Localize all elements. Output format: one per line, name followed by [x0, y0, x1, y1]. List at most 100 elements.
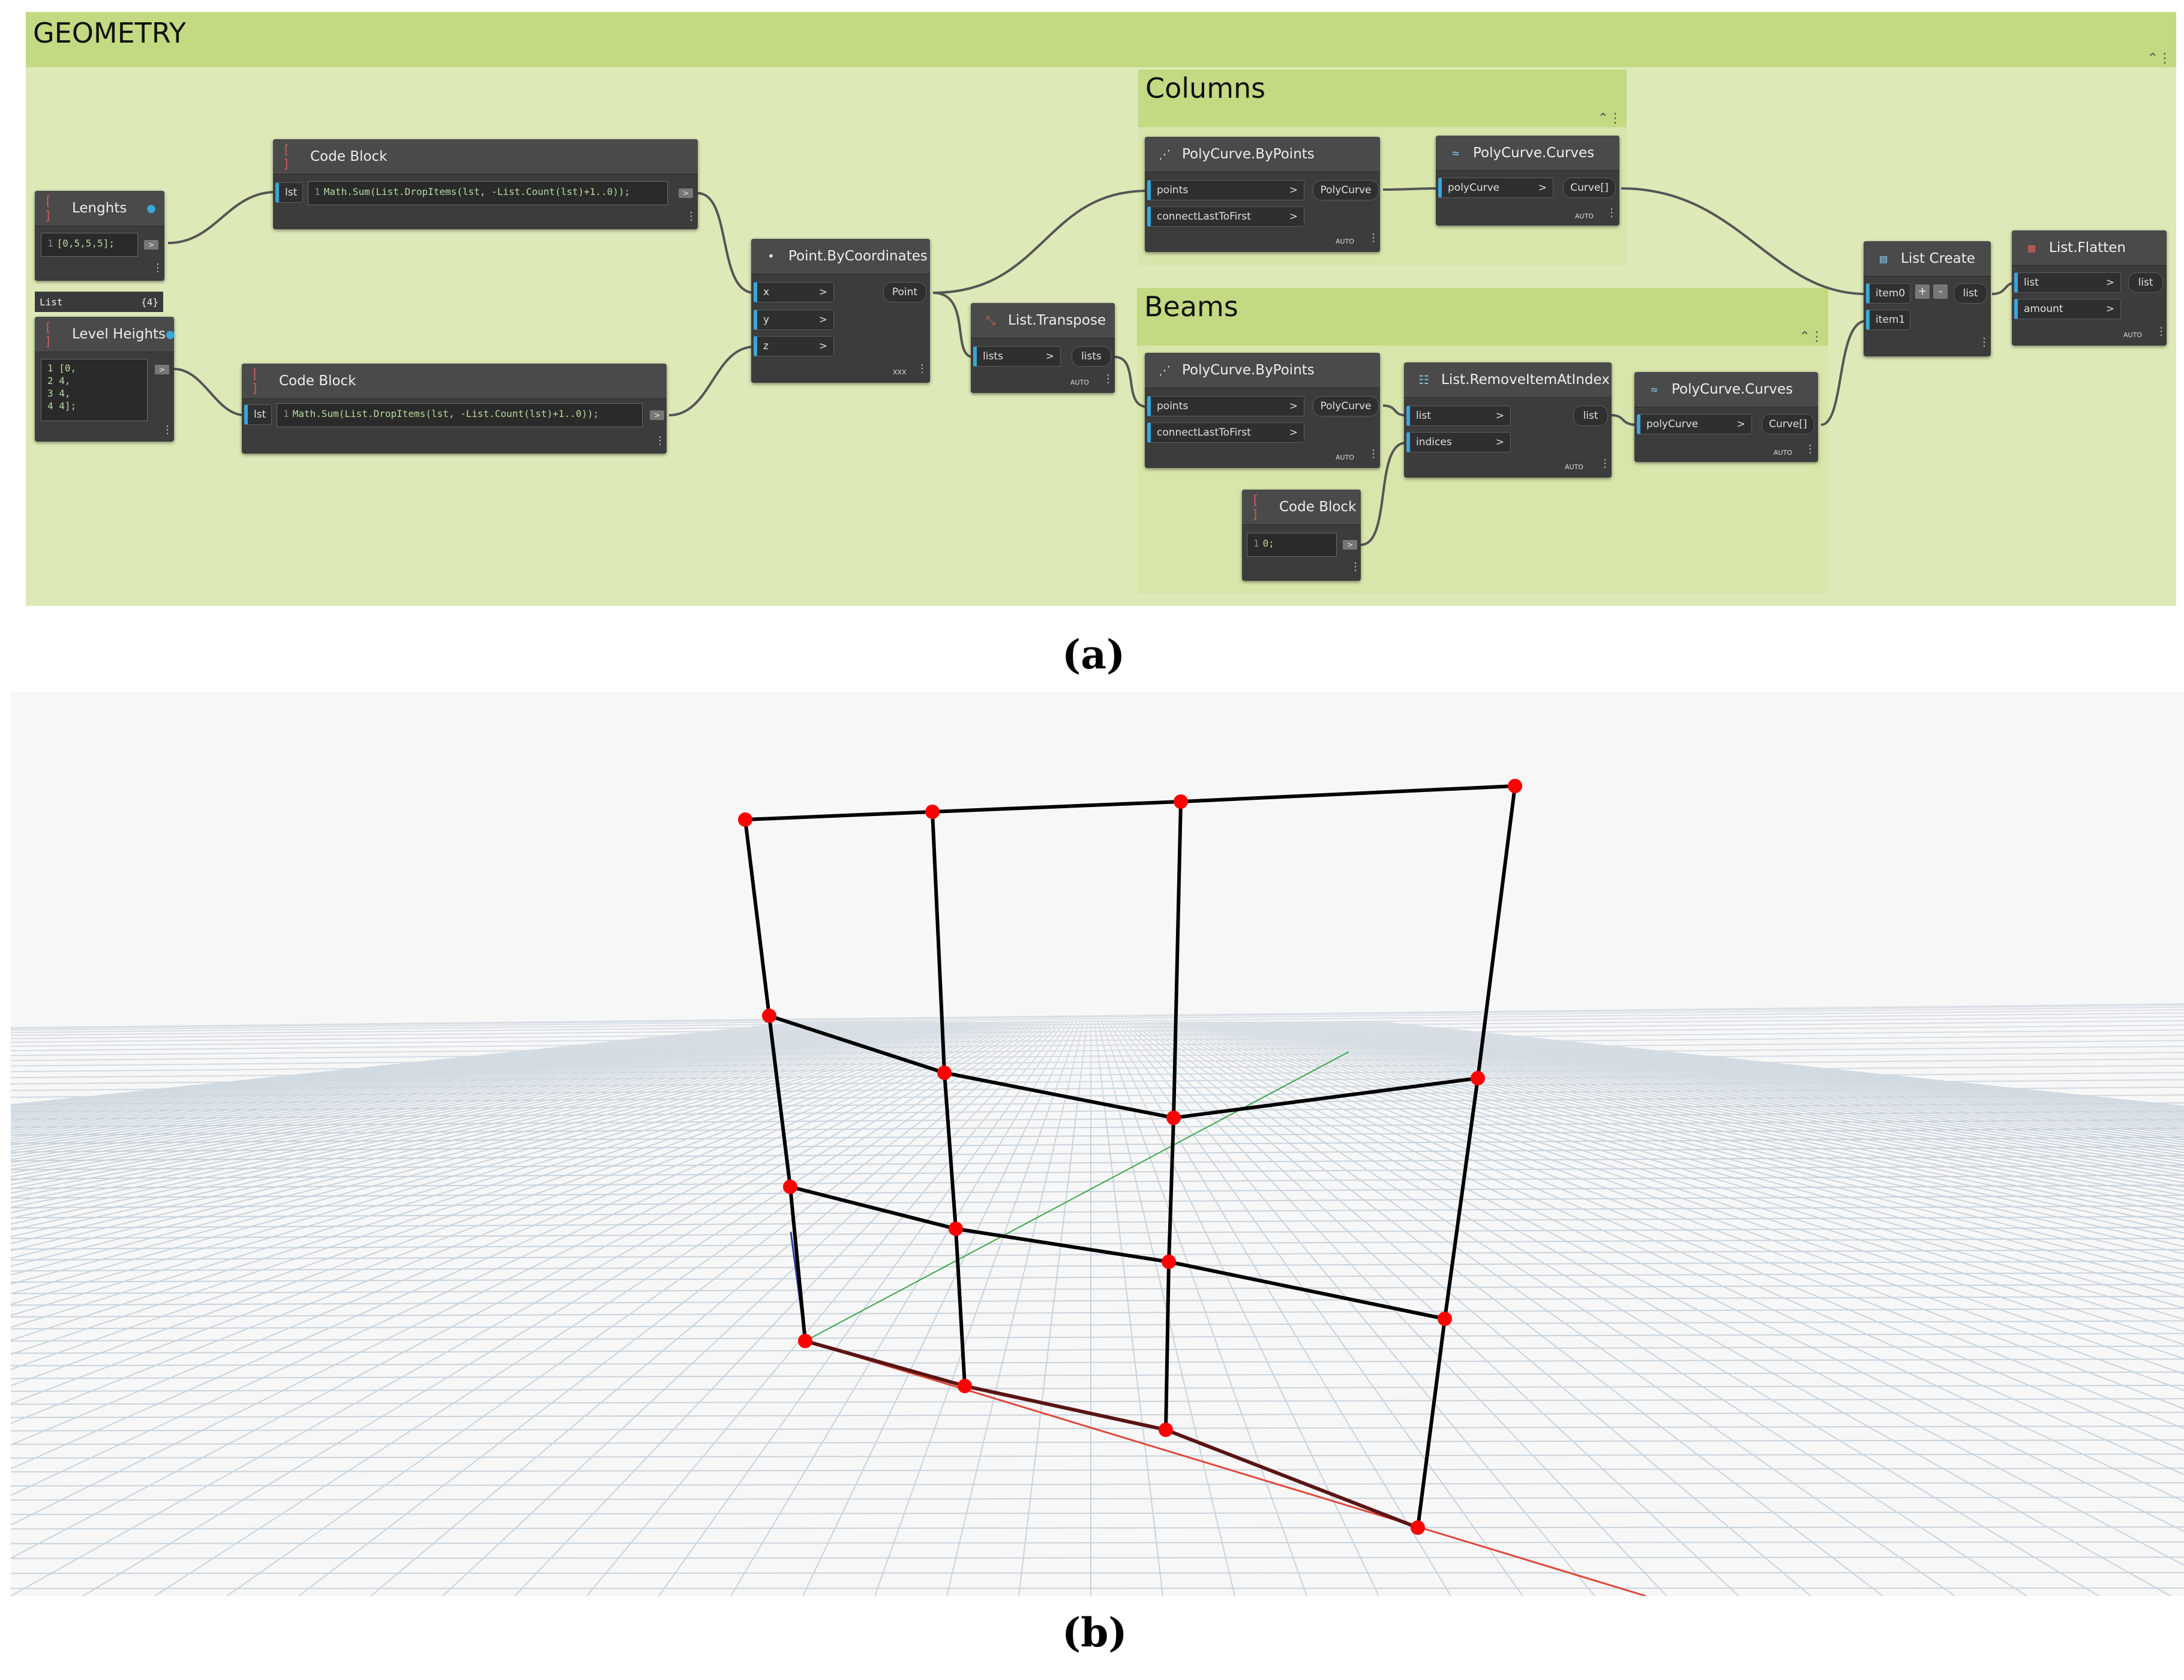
group-geometry-header[interactable]: GEOMETRY ⌃⋮	[26, 12, 2176, 67]
input-port-z[interactable]: z>	[754, 336, 834, 356]
node-header[interactable]: ⋰ PolyCurve.ByPoints	[1145, 353, 1380, 388]
input-port-amount[interactable]: amount>	[2014, 299, 2121, 319]
output-port[interactable]: >	[144, 240, 158, 250]
input-port-y[interactable]: y>	[754, 310, 834, 330]
lacing-label[interactable]: AUTO	[1774, 449, 1792, 457]
node-header[interactable]: [ ] Code Block	[242, 364, 667, 399]
node-menu-icon[interactable]: ⋮	[655, 434, 665, 447]
input-port-lists[interactable]: lists>	[973, 346, 1061, 367]
input-port-lst[interactable]: lst	[244, 404, 272, 425]
node-menu-icon[interactable]: ⋮	[1350, 560, 1361, 573]
node-menu-icon[interactable]: ⋮	[1368, 232, 1379, 244]
node-polycurve-bypoints-columns[interactable]: ⋰ PolyCurve.ByPoints points> connectLast…	[1145, 137, 1380, 252]
node-header[interactable]: ≈ PolyCurve.Curves	[1436, 136, 1619, 171]
input-port-connectlasttofirst[interactable]: connectLastToFirst>	[1147, 422, 1304, 443]
node-list-flatten[interactable]: ▦ List.Flatten list> amount> list AUTO ⋮	[2012, 230, 2167, 346]
node-polycurve-curves-columns[interactable]: ≈ PolyCurve.Curves polyCurve> Curve[] AU…	[1436, 136, 1619, 226]
lacing-label[interactable]: AUTO	[1336, 454, 1354, 461]
group-collapse-icon[interactable]: ⌃⋮	[1799, 329, 1823, 344]
node-menu-icon[interactable]: ⋮	[1606, 206, 1617, 219]
output-port-curves[interactable]: Curve[]	[1762, 414, 1814, 434]
port-label: polyCurve	[1448, 182, 1500, 194]
port-label: y	[763, 314, 770, 326]
node-header[interactable]: ☷ List.RemoveItemAtIndex	[1404, 362, 1612, 398]
node-level-heights[interactable]: [ ] Level Heights ● 1 [0,2 4,3 4,4 4]; >…	[35, 317, 175, 442]
node-header[interactable]: ▦ List.Flatten	[2012, 230, 2167, 266]
output-port-list[interactable]: list	[2128, 272, 2163, 293]
node-menu-icon[interactable]: ⋮	[917, 362, 928, 375]
input-port-lst[interactable]: lst	[275, 182, 303, 203]
input-port-x[interactable]: x>	[754, 282, 834, 302]
node-list-removeitematindex[interactable]: ☷ List.RemoveItemAtIndex list> indices> …	[1404, 362, 1612, 478]
lacing-label[interactable]: AUTO	[1565, 463, 1583, 471]
node-menu-icon[interactable]: ⋮	[1600, 457, 1610, 470]
node-header[interactable]: [ ] Code Block	[1242, 490, 1361, 525]
output-port-polycurve[interactable]: PolyCurve	[1313, 180, 1379, 200]
group-collapse-icon[interactable]: ⌃⋮	[2147, 51, 2171, 66]
node-menu-icon[interactable]: ⋮	[1368, 448, 1379, 460]
node-header[interactable]: ⤡ List.Transpose	[971, 303, 1115, 338]
node-point-bycoordinates[interactable]: • Point.ByCoordinates x> y> z> Point XXX…	[751, 239, 930, 383]
output-port-lists[interactable]: lists	[1072, 346, 1111, 367]
code-editor[interactable]: 1[0,5,5,5];	[41, 233, 138, 257]
output-port[interactable]: >	[679, 188, 693, 198]
frame-point	[1508, 779, 1522, 793]
node-menu-icon[interactable]: ⋮	[1103, 373, 1114, 385]
output-port-point[interactable]: Point	[883, 282, 926, 302]
node-list-create[interactable]: ▤ List Create item0 item1 + - list ⋮	[1864, 241, 1991, 356]
node-menu-icon[interactable]: ⋮	[686, 210, 697, 223]
node-menu-icon[interactable]: ⋮	[162, 424, 173, 436]
lacing-label[interactable]: AUTO	[1070, 379, 1089, 386]
node-list-transpose[interactable]: ⤡ List.Transpose lists> lists AUTO ⋮	[971, 303, 1115, 393]
node-menu-icon[interactable]: ⋮	[1979, 336, 1990, 349]
output-port-polycurve[interactable]: PolyCurve	[1313, 396, 1379, 416]
3d-viewport-panel[interactable]	[11, 692, 2184, 1596]
input-port-connectlasttofirst[interactable]: connectLastToFirst>	[1147, 206, 1304, 227]
output-port-list[interactable]: list	[1573, 406, 1608, 426]
input-port-item0[interactable]: item0	[1866, 283, 1910, 304]
node-menu-icon[interactable]: ⋮	[152, 262, 163, 274]
node-menu-icon[interactable]: ⋮	[1805, 443, 1816, 455]
node-header[interactable]: [ ] Lenghts ●	[35, 191, 164, 226]
node-lenghts[interactable]: [ ] Lenghts ● 1[0,5,5,5]; > ⋮	[35, 191, 164, 281]
code-editor[interactable]: 1 [0,2 4,3 4,4 4];	[41, 359, 148, 421]
output-port[interactable]: >	[155, 365, 169, 374]
input-port-item1[interactable]: item1	[1866, 310, 1910, 330]
group-columns-header[interactable]: Columns ⌃⋮	[1138, 70, 1627, 127]
lacing-label[interactable]: XXX	[893, 368, 907, 376]
add-input-button[interactable]: +	[1915, 284, 1930, 299]
input-port-polycurve[interactable]: polyCurve>	[1438, 178, 1553, 198]
lacing-label[interactable]: AUTO	[1575, 212, 1594, 220]
input-port-points[interactable]: points>	[1147, 180, 1304, 200]
input-port-list[interactable]: list>	[1406, 406, 1511, 426]
output-port-curves[interactable]: Curve[]	[1563, 178, 1616, 198]
node-header[interactable]: ≈ PolyCurve.Curves	[1634, 372, 1818, 407]
node-polycurve-curves-beams[interactable]: ≈ PolyCurve.Curves polyCurve> Curve[] AU…	[1634, 372, 1818, 462]
node-menu-icon[interactable]: ⋮	[2156, 325, 2167, 338]
node-polycurve-bypoints-beams[interactable]: ⋰ PolyCurve.ByPoints points> connectLast…	[1145, 353, 1380, 468]
remove-input-button[interactable]: -	[1933, 284, 1948, 299]
group-collapse-icon[interactable]: ⌃⋮	[1597, 111, 1622, 126]
3d-viewport[interactable]	[11, 692, 2184, 1596]
node-header[interactable]: [ ] Code Block	[273, 139, 698, 175]
node-header[interactable]: ⋰ PolyCurve.ByPoints	[1145, 137, 1380, 172]
input-port-list[interactable]: list>	[2014, 272, 2121, 293]
node-header[interactable]: • Point.ByCoordinates	[751, 239, 930, 274]
lacing-label[interactable]: AUTO	[2123, 331, 2142, 339]
output-port-list[interactable]: list	[1954, 283, 1987, 304]
input-port-indices[interactable]: indices>	[1406, 432, 1511, 452]
node-header[interactable]: [ ] Level Heights ●	[35, 317, 175, 352]
input-port-points[interactable]: points>	[1147, 396, 1304, 416]
lacing-label[interactable]: AUTO	[1336, 238, 1354, 245]
input-port-polycurve[interactable]: polyCurve>	[1637, 414, 1752, 434]
output-port[interactable]: >	[650, 410, 664, 420]
group-beams-header[interactable]: Beams ⌃⋮	[1137, 288, 1828, 346]
node-header[interactable]: ▤ List Create	[1864, 241, 1991, 277]
output-port[interactable]: >	[1343, 540, 1357, 550]
